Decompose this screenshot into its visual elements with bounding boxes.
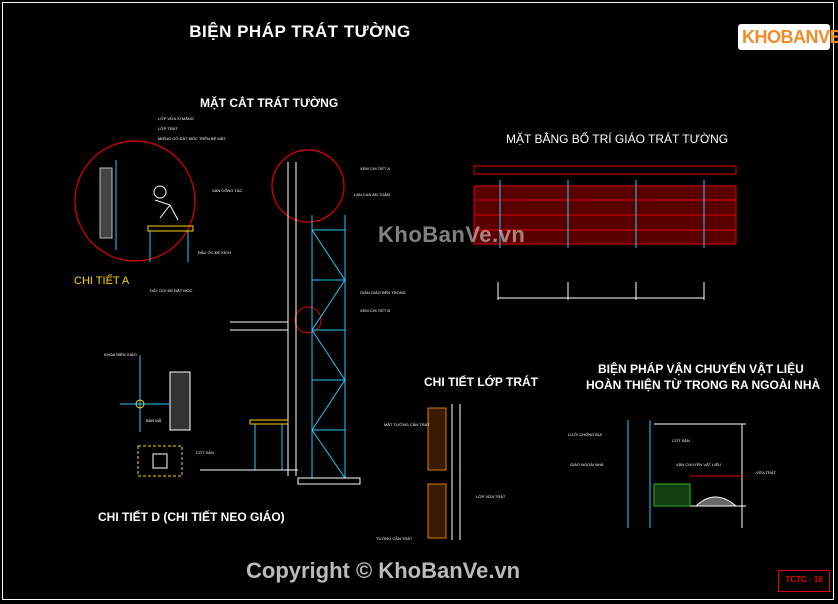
logo-text: KHOBANVE (742, 27, 838, 47)
transport-title-line1: BIỆN PHÁP VẬN CHUYỂN VẬT LIỆU (598, 362, 804, 376)
note-s1: XEM CHI TIẾT A (360, 166, 390, 171)
note-s2: LAN CAN AN TOÀN (354, 192, 390, 197)
transport-drawing (627, 420, 746, 528)
plan-title: MẶT BẰNG BỐ TRÍ GIÁO TRÁT TƯỜNG (506, 132, 729, 146)
watermark-brand: KhoBanVe.vn (378, 222, 526, 247)
note-t2: GIÁO NGOÀI NHÀ (570, 462, 604, 467)
note-a5: ĐẦU ỐC ĐỂ KÍCH (198, 250, 231, 255)
drawing-title: BIỆN PHÁP TRÁT TƯỜNG (189, 22, 411, 41)
note-t3: VẬN CHUYỂN VẬT LIỆU (676, 462, 722, 467)
plan-view (473, 165, 737, 300)
detail-d-label: CHI TIẾT D (CHI TIẾT NEO GIÁO) (98, 510, 285, 524)
note-p3: TƯỜNG CẦN TRÁT (376, 536, 413, 541)
detail-a-drawing (74, 140, 196, 262)
note-t1: LƯỚI CHỐNG BỤI (568, 432, 602, 437)
note-t5: VỮA TRÁT (756, 470, 777, 475)
note-p1: MẶT TƯỜNG CẦN TRÁT (384, 422, 430, 427)
note-a6: DÂY DỌI ĐỂ ĐẶT MỐC (150, 288, 193, 293)
detail-d-drawing (120, 355, 191, 477)
brand-logo: KHOBANVE (738, 14, 838, 52)
detail-a-label: CHI TIẾT A (74, 275, 130, 287)
plaster-detail-drawing (427, 404, 461, 540)
sheet-stamp: TCTC - 18 (778, 570, 830, 592)
note-p2: LỚP VỮA TRÁT (476, 494, 506, 499)
transport-title-line2: HOÀN THIỆN TỪ TRONG RA NGOÀI NHÀ (586, 378, 821, 392)
note-t4: CỐT SÀN (672, 438, 690, 443)
stamp-text: TCTC - 18 (785, 575, 823, 584)
section-tower (200, 149, 361, 485)
copyright-text: Copyright © KhoBanVe.vn (246, 558, 521, 583)
note-s3: GIÀN GIÁO BÊN TRONG (360, 290, 406, 295)
note-d3: CỐT SÀN (196, 450, 214, 455)
note-a1: LỚP VỮA XI MĂNG (158, 116, 194, 121)
note-d1: KHOA BIÊN GIÁO (104, 352, 137, 357)
note-d2: BẢN MÃ (146, 418, 162, 423)
note-a3: MIẾNG GỖ ĐẶT MỐC TRÊN BỀ MẶT (158, 136, 226, 141)
note-a2: LỚP TRÁT (158, 126, 178, 131)
section-title: MẶT CẮT TRÁT TƯỜNG (200, 96, 339, 110)
plaster-detail-label: CHI TIẾT LỚP TRÁT (424, 375, 539, 389)
note-a4: SÀN CÔNG TÁC (212, 188, 243, 193)
note-s4: XEM CHI TIẾT B (360, 308, 391, 313)
